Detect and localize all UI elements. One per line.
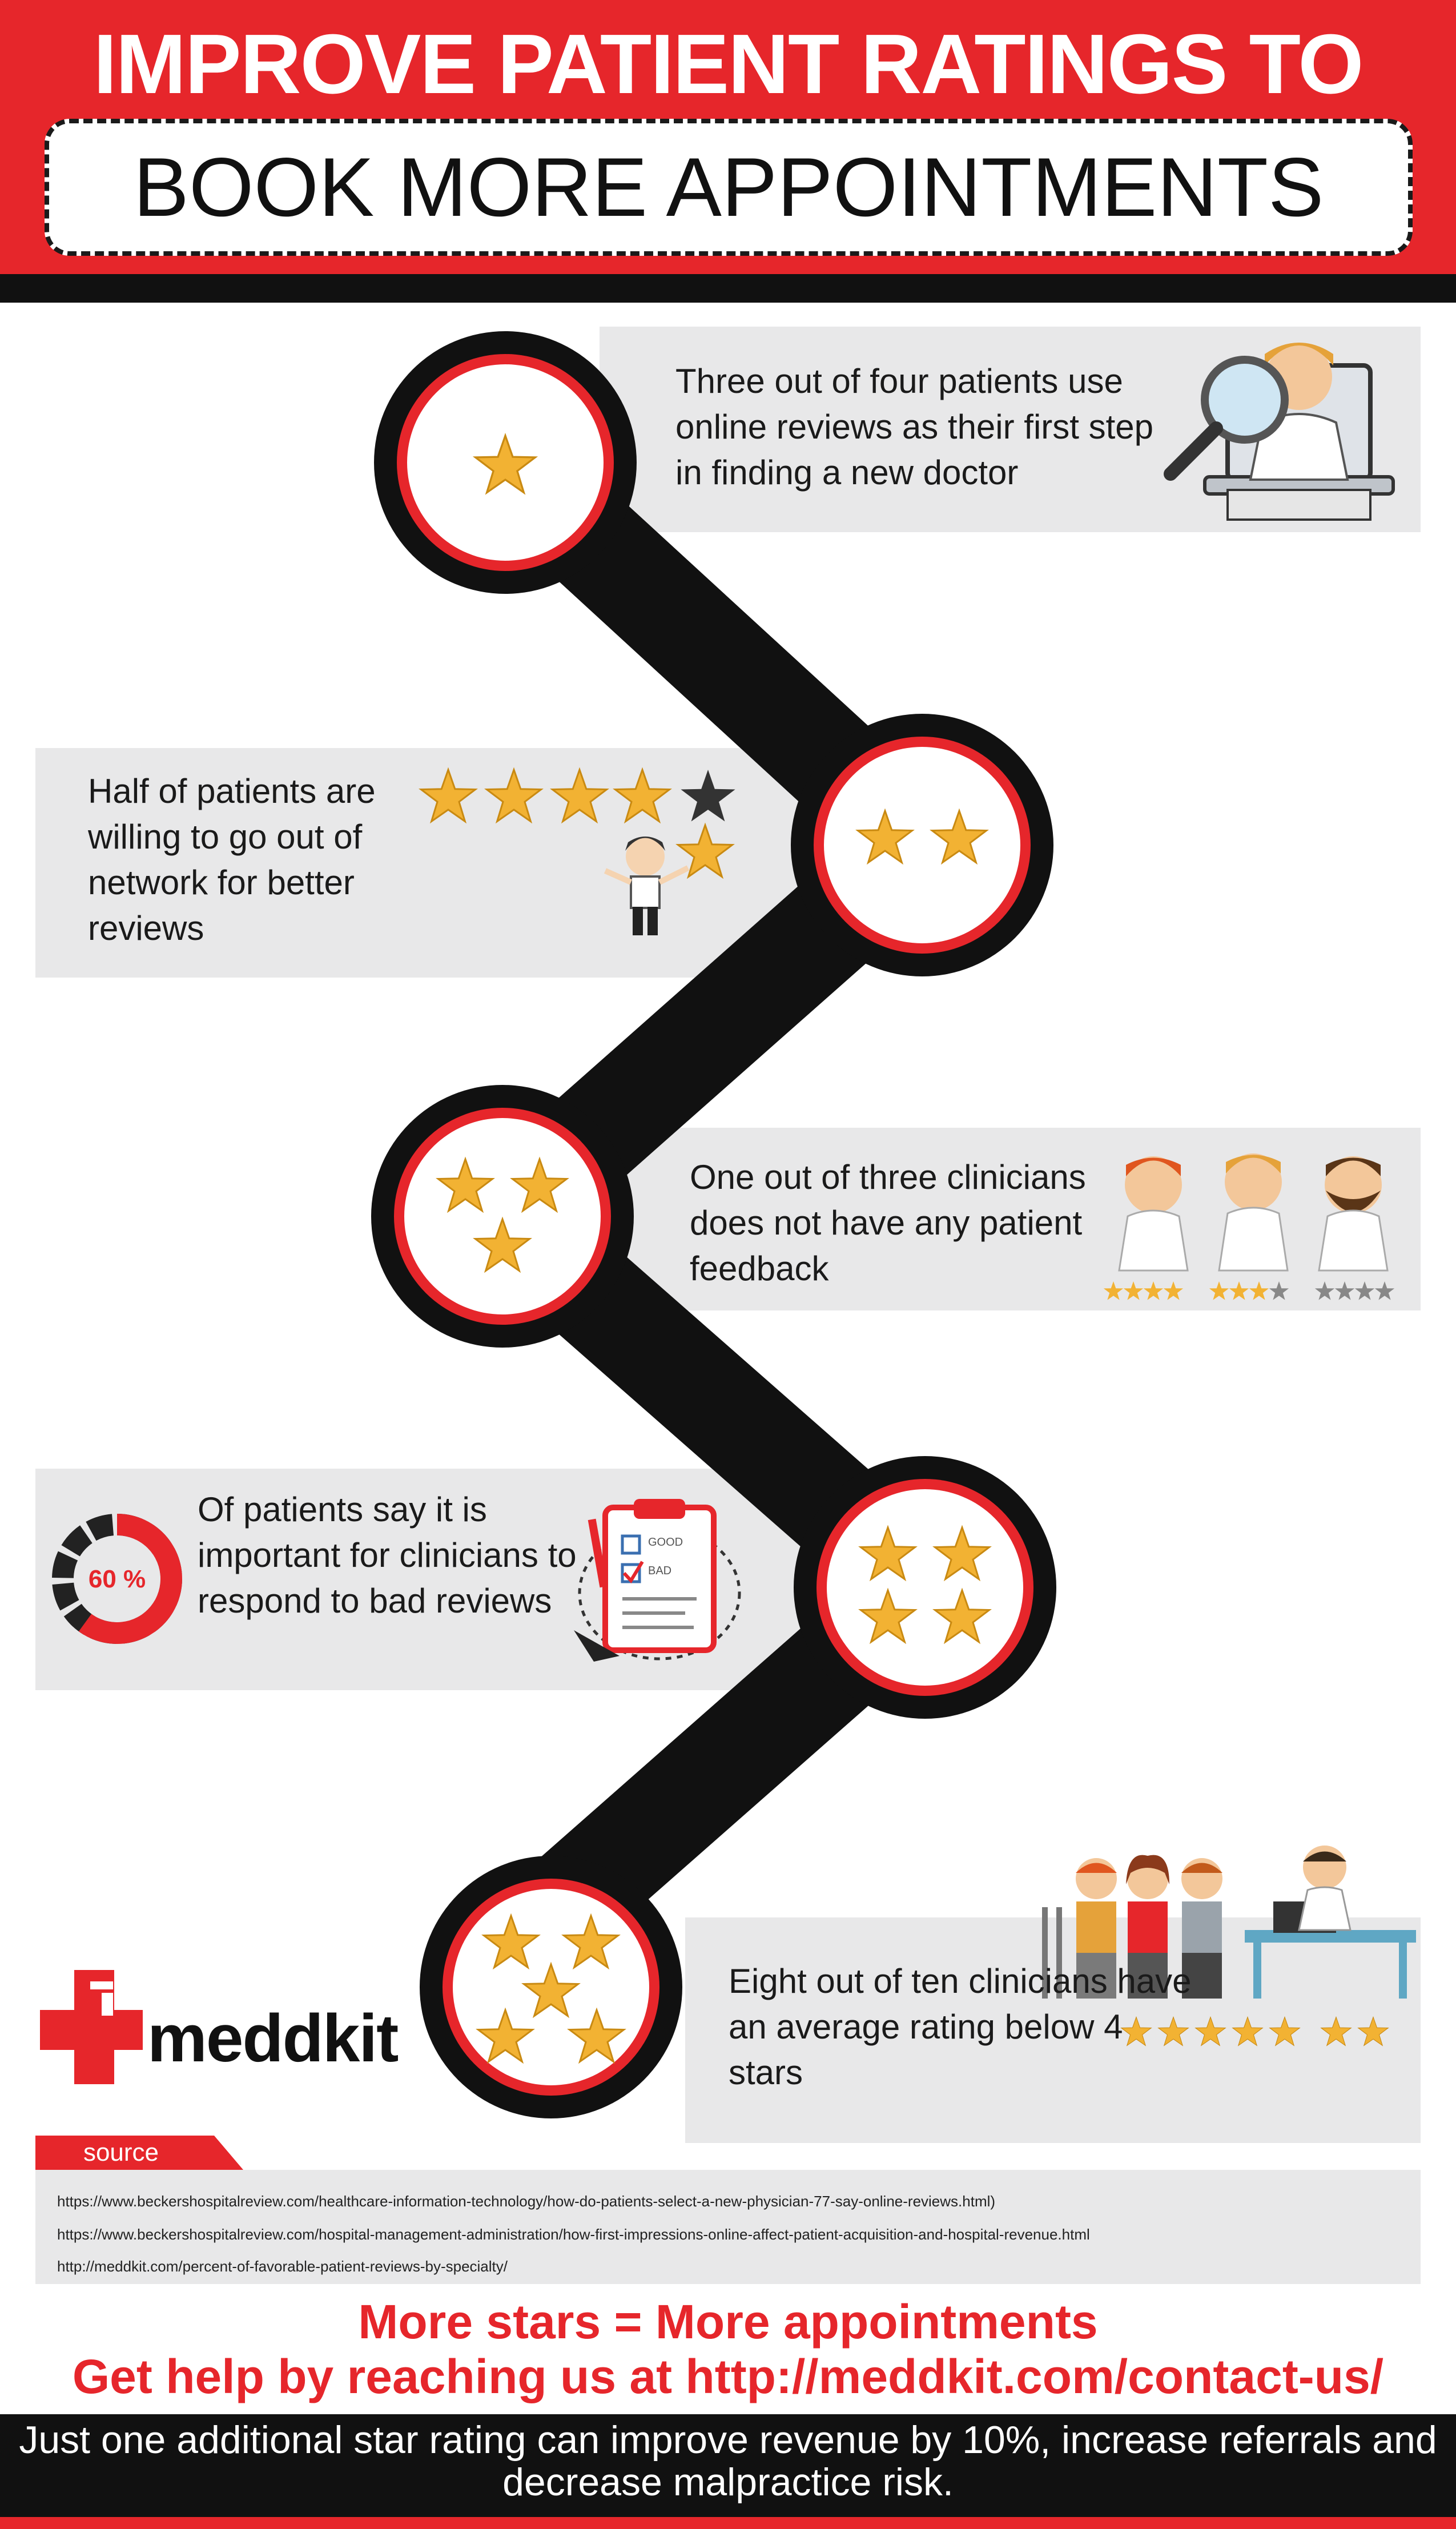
subtitle-frame [45, 119, 1413, 256]
footer-banner [0, 2414, 1456, 2529]
footer-text: Just one additional star rating can impr… [19, 2418, 1437, 2504]
step-1-text: Three out of four patients use online re… [675, 362, 1154, 492]
percent-ring [52, 1514, 182, 1644]
cartoon-person-icon [604, 837, 690, 935]
rating-stars-icon [420, 769, 735, 878]
badge-step-4 [794, 1456, 1056, 1719]
source-tag [35, 2136, 243, 2170]
badge-step-5 [420, 1856, 682, 2118]
meddkit-logo: meddkit [147, 2001, 399, 2076]
step-4-text: Of patients say it is important for clin… [198, 1490, 577, 1620]
step-5-text: Eight out of ten clinicians have an aver… [729, 1962, 1192, 2092]
source-link-3[interactable]: http://meddkit.com/percent-of-favorable-… [57, 2258, 508, 2275]
step-3-text: One out of three clinicians does not hav… [690, 1158, 1086, 1288]
cta-headline: More stars = More appointments [358, 2295, 1098, 2349]
panel-step-5 [685, 1917, 1421, 2143]
laptop-doctor-icon [1164, 343, 1395, 521]
page-subtitle: BOOK MORE APPOINTMENTS [133, 140, 1324, 234]
step-2-text: Half of patients are willing to go out o… [88, 772, 376, 947]
footer-accent-bar [0, 2517, 1456, 2529]
meddkit-logo-icon [40, 1970, 143, 2084]
cta-contact-link[interactable]: Get help by reaching us at http://meddki… [72, 2350, 1384, 2403]
percent-label: 60 % [88, 1565, 146, 1593]
checklist-bad-label: BAD [648, 1565, 672, 1577]
clipboard-checklist-icon [574, 1499, 741, 1662]
badge-step-1 [374, 331, 637, 594]
doctors-icon [1103, 1153, 1395, 1300]
source-link-2[interactable]: https://www.beckershospitalreview.com/ho… [57, 2226, 1090, 2243]
source-link-1[interactable]: https://www.beckershospitalreview.com/he… [57, 2193, 996, 2210]
panel-step-3 [600, 1128, 1421, 1310]
checklist-good-label: GOOD [648, 1536, 683, 1549]
badge-step-2 [791, 714, 1053, 976]
source-list [35, 2170, 1421, 2284]
waiting-room-icon [1042, 1846, 1416, 2046]
header-divider [0, 274, 1456, 303]
source-label: source [83, 2138, 159, 2166]
badge-step-3 [371, 1085, 634, 1348]
page-title: IMPROVE PATIENT RATINGS TO [93, 17, 1364, 111]
